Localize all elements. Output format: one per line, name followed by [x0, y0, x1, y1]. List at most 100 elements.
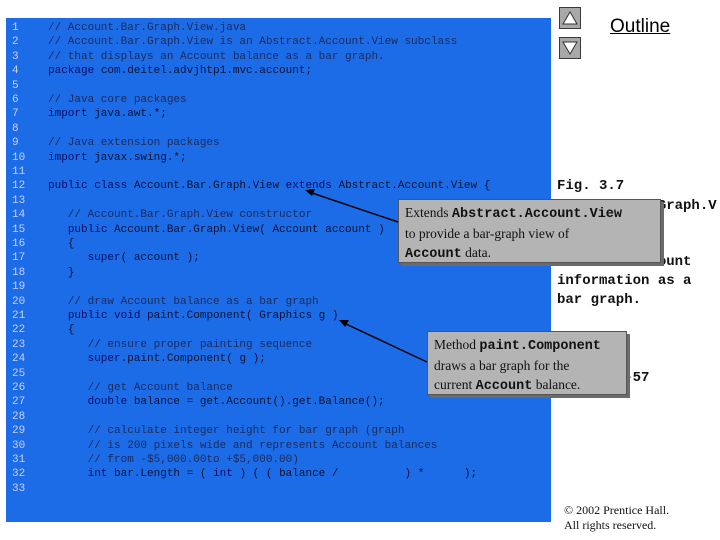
code-line: 5 — [6, 79, 551, 93]
line-number: 9 — [12, 137, 19, 150]
line-number: 28 — [12, 410, 26, 423]
code-comment: // calculate integer height for bar grap… — [48, 425, 405, 438]
code-token: java.awt.*; — [87, 108, 167, 121]
callout-text: Method — [434, 337, 480, 352]
code-keyword: import — [48, 108, 88, 121]
code-line: 32 int bar.Length = ( int ) ( ( balance … — [6, 467, 551, 481]
code-token: { — [48, 238, 75, 250]
callout-text: current — [434, 377, 476, 392]
code-token: paint.Component( Graphics g ) — [140, 310, 339, 322]
copyright-line: All rights reserved. — [564, 518, 657, 532]
line-number: 17 — [12, 252, 26, 265]
code-line: 24 super.paint.Component( g ); — [6, 352, 551, 366]
code-keyword: int — [87, 468, 108, 481]
code-token — [48, 396, 88, 408]
code-text: // Java extension packages — [48, 136, 220, 150]
code-text: // Account.Bar.Graph.View is an Abstract… — [48, 35, 457, 49]
figure-caption-line: bar graph. — [557, 292, 642, 308]
callout-text: draws a bar graph for the — [434, 358, 570, 373]
line-number: 30 — [12, 439, 26, 452]
code-line: 28 — [6, 410, 551, 424]
code-text: int bar.Length = ( int ) ( ( balance / )… — [48, 467, 478, 481]
triangle-down-icon — [562, 41, 578, 55]
code-keyword: extends — [285, 180, 332, 193]
code-line: 8 — [6, 122, 551, 136]
previous-slide-button[interactable] — [559, 7, 581, 29]
code-comment: // get Account balance — [48, 382, 233, 394]
code-text: import javax.swing.*; — [48, 151, 187, 165]
figure-caption-line: information as a — [557, 273, 692, 289]
code-comment: // from -$5,000.00to +$5,000.00) — [48, 454, 299, 466]
code-token — [48, 252, 88, 264]
code-line: 17 super( account ); — [6, 251, 551, 265]
code-text: // from -$5,000.00to +$5,000.00) — [48, 453, 299, 467]
callout-text: data. — [461, 245, 491, 260]
line-number: 29 — [12, 425, 26, 438]
paint-component-callout: Method paint.Component draws a bar graph… — [427, 331, 627, 395]
line-number: 16 — [12, 238, 26, 250]
code-text: { — [48, 237, 75, 251]
code-token: { — [48, 324, 75, 337]
code-comment: // ensure proper painting sequence — [48, 338, 313, 351]
line-number: 6 — [12, 94, 19, 106]
code-keyword: public class — [48, 180, 128, 193]
callout-text: balance. — [532, 377, 581, 392]
line-number: 8 — [12, 122, 19, 135]
code-keyword: double — [87, 396, 128, 409]
code-line: 15 public Account.Bar.Graph.View( Accoun… — [6, 223, 551, 237]
next-slide-button[interactable] — [559, 37, 581, 59]
line-number: 25 — [12, 367, 26, 380]
code-token — [48, 224, 68, 236]
line-number: 1 — [12, 22, 19, 34]
line-number: 20 — [12, 295, 26, 308]
code-text: public void paint.Component( Graphics g … — [48, 309, 339, 323]
code-token — [48, 353, 88, 365]
code-comment: // Account.Bar.Graph.View.java — [48, 22, 247, 34]
line-number: 13 — [12, 194, 26, 207]
code-line: 11 — [6, 165, 551, 179]
code-line: 21 public void paint.Component( Graphics… — [6, 309, 551, 323]
code-line: 9 // Java extension packages — [6, 136, 551, 150]
code-token: com.deitel.advjhtp1.mvc.account; — [94, 65, 313, 78]
outline-link[interactable]: Outline — [610, 16, 671, 37]
code-token: balance = get.Account().get.Balance(); — [127, 396, 385, 409]
copyright-line: © 2002 Prentice Hall. — [564, 503, 670, 517]
code-keyword: super — [87, 353, 121, 366]
callout-code: Account — [405, 247, 462, 262]
line-number: 24 — [12, 353, 26, 366]
figure-caption-line: Fig. 3.7 — [557, 178, 625, 194]
line-number: 22 — [12, 324, 26, 337]
code-token: ( account ); — [120, 252, 200, 265]
code-line: 29 // calculate integer height for bar g… — [6, 424, 551, 438]
code-line: 25 — [6, 367, 551, 381]
line-number: 4 — [12, 65, 19, 78]
code-line: 33 — [6, 482, 551, 496]
code-token: .paint.Component( g ); — [120, 353, 266, 366]
code-text: // Java core packages — [48, 93, 187, 107]
line-number: 19 — [12, 281, 26, 294]
line-number: 27 — [12, 396, 26, 409]
code-text: { — [48, 323, 75, 337]
code-line: 1 // Account.Bar.Graph.View.java — [6, 21, 551, 35]
code-text: // ensure proper painting sequence — [48, 338, 312, 352]
code-line: 6 // Java core packages — [6, 93, 551, 107]
code-text: super( account ); — [48, 251, 200, 265]
line-number: 31 — [12, 454, 26, 466]
copyright-notice: © 2002 Prentice Hall. All rights reserve… — [564, 503, 669, 533]
line-number: 15 — [12, 223, 26, 236]
callout-code: Abstract.Account.View — [451, 207, 623, 222]
line-number: 5 — [12, 79, 19, 92]
line-number: 21 — [12, 310, 26, 322]
code-line: 31 // from -$5,000.00to +$5,000.00) — [6, 453, 551, 467]
triangle-up-icon — [562, 11, 578, 25]
callout-text: to provide a bar-graph view of — [405, 226, 570, 241]
code-line: 3// that displays an Account balance as … — [6, 50, 551, 64]
code-comment: // that displays an Account balance as a… — [48, 50, 385, 63]
line-number: 18 — [12, 266, 26, 279]
code-text: // that displays an Account balance as a… — [48, 50, 385, 64]
code-text: public class Account.Bar.Graph.View exte… — [48, 179, 490, 193]
